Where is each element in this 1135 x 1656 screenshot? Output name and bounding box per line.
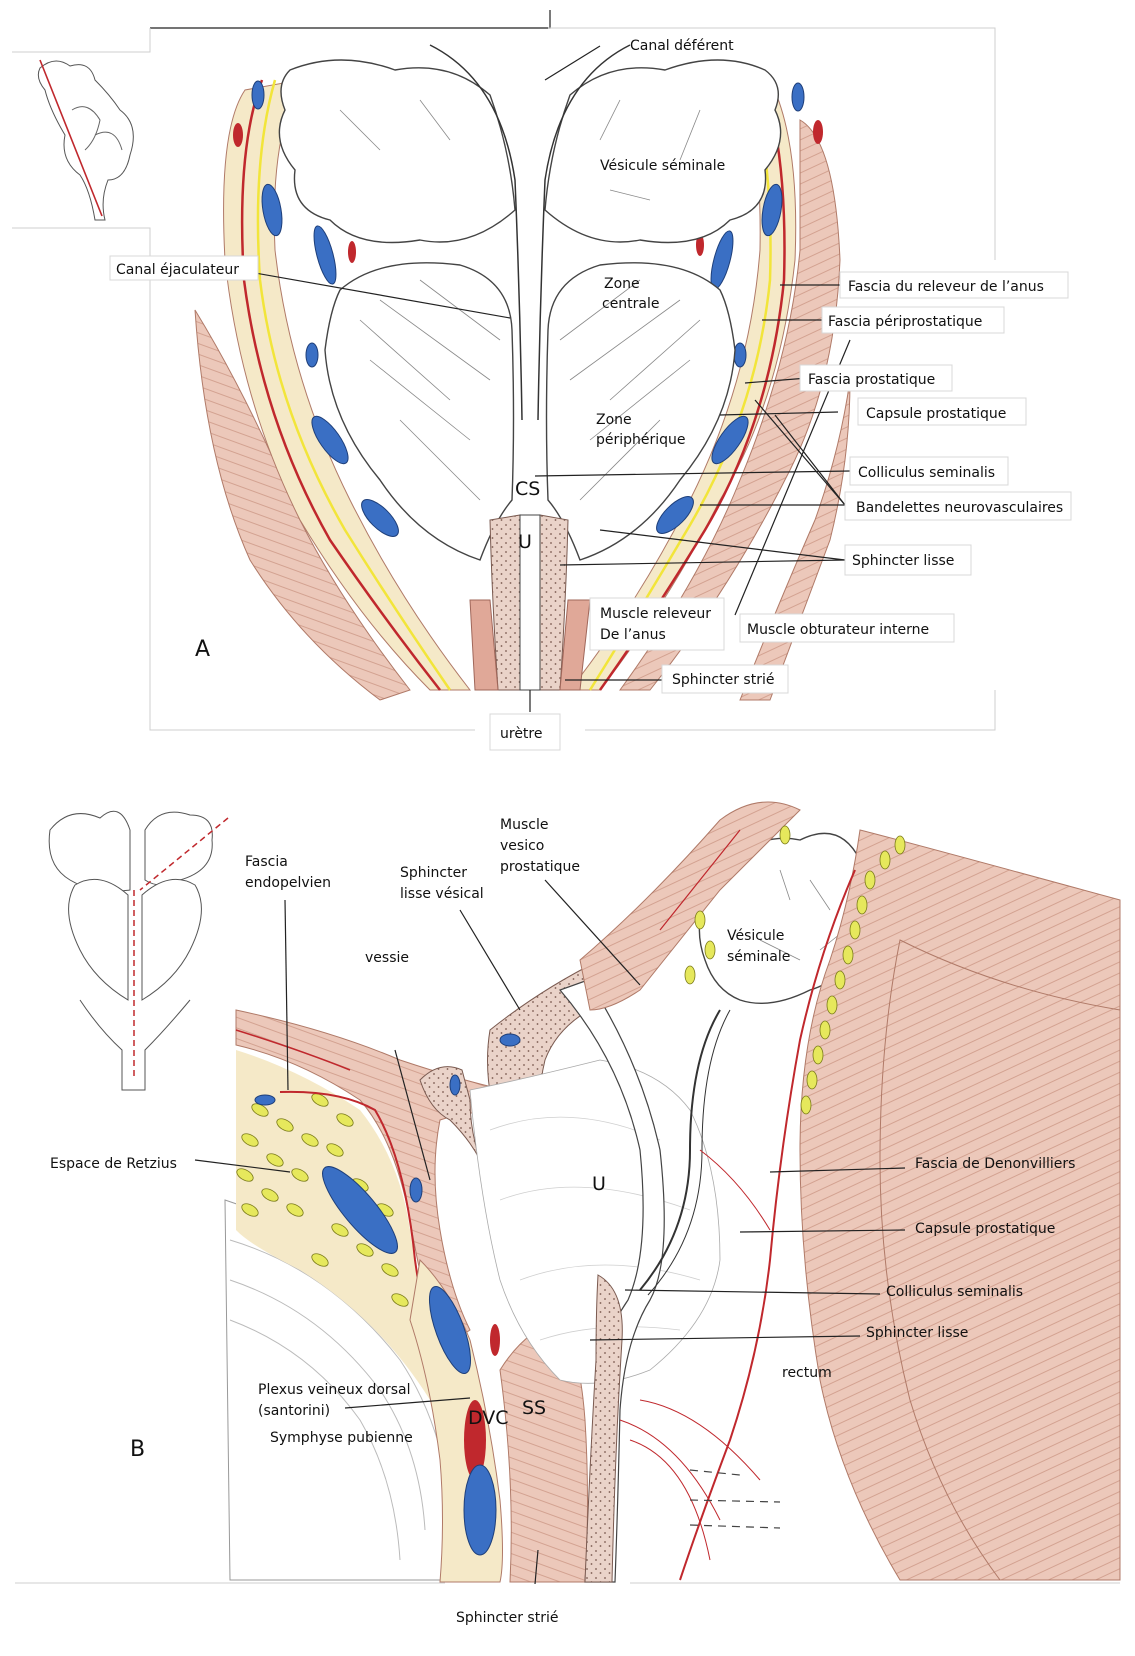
panel-b-letter: B	[130, 1437, 145, 1462]
label-ss: SS	[522, 1397, 546, 1419]
label-muscle-vesico-2: vesico	[500, 838, 544, 854]
label-bandelettes: Bandelettes neurovasculaires	[856, 500, 1063, 516]
label-uretre: urètre	[500, 726, 543, 742]
label-espace-retzius: Espace de Retzius	[50, 1156, 177, 1172]
label-plexus-1: Plexus veineux dorsal	[258, 1382, 410, 1398]
label-muscle-releveur-2: De l’anus	[600, 627, 666, 643]
label-rectum: rectum	[782, 1365, 832, 1381]
label-muscle-vesico-1: Muscle	[500, 817, 548, 833]
label-fascia-periprostatique: Fascia périprostatique	[828, 314, 982, 330]
label-vesicule-seminale: Vésicule séminale	[600, 158, 725, 174]
label-symphyse: Symphyse pubienne	[270, 1430, 413, 1446]
label-dvc: DVC	[468, 1407, 509, 1429]
label-canal-ejaculateur: Canal éjaculateur	[116, 262, 239, 278]
label-cs: CS	[515, 478, 540, 500]
label-vesicule-b-2: séminale	[727, 949, 790, 965]
label-sphincter-lisse-b: Sphincter lisse	[866, 1325, 968, 1341]
label-capsule-prostatique-b: Capsule prostatique	[915, 1221, 1055, 1237]
panel-b-inset	[49, 811, 228, 1090]
panel-b: Fascia endopelvien Muscle vesico prostat…	[15, 802, 1120, 1626]
panel-a-letter: A	[195, 637, 210, 662]
label-zone-centrale-1: Zone	[604, 276, 640, 292]
label-u-b: U	[592, 1173, 606, 1195]
label-canal-deferent: Canal déférent	[630, 38, 734, 54]
label-zone-peripherique-1: Zone	[596, 412, 632, 428]
label-zone-centrale-2: centrale	[602, 296, 660, 312]
label-sphincter-vesical-1: Sphincter	[400, 865, 467, 881]
label-fascia-endopelvien-1: Fascia	[245, 854, 288, 870]
label-fascia-releveur: Fascia du releveur de l’anus	[848, 279, 1044, 295]
label-sphincter-vesical-2: lisse vésical	[400, 886, 484, 902]
label-vessie: vessie	[365, 950, 409, 966]
panel-a-inset	[38, 60, 133, 220]
label-fascia-denonvilliers: Fascia de Denonvilliers	[915, 1156, 1075, 1172]
label-plexus-2: (santorini)	[258, 1403, 330, 1419]
label-capsule-prostatique: Capsule prostatique	[866, 406, 1006, 422]
label-muscle-vesico-3: prostatique	[500, 859, 580, 875]
prostate-b	[470, 1060, 720, 1383]
label-fascia-prostatique: Fascia prostatique	[808, 372, 935, 388]
label-muscle-obturateur: Muscle obturateur interne	[747, 622, 929, 638]
label-sphincter-strie-b: Sphincter strié	[456, 1610, 558, 1626]
label-zone-peripherique-2: périphérique	[596, 432, 686, 448]
label-sphincter-strie: Sphincter strié	[672, 672, 774, 688]
dashed-lines-b	[690, 1470, 780, 1528]
label-muscle-releveur-1: Muscle releveur	[600, 606, 711, 622]
label-vesicule-b-1: Vésicule	[727, 928, 784, 944]
label-fascia-endopelvien-2: endopelvien	[245, 875, 331, 891]
panel-a: Canal déférent Vésicule séminale Canal é…	[12, 10, 1071, 750]
label-u-a: U	[518, 531, 532, 553]
label-colliculus: Colliculus seminalis	[858, 465, 995, 481]
label-sphincter-lisse: Sphincter lisse	[852, 553, 954, 569]
label-colliculus-b: Colliculus seminalis	[886, 1284, 1023, 1300]
